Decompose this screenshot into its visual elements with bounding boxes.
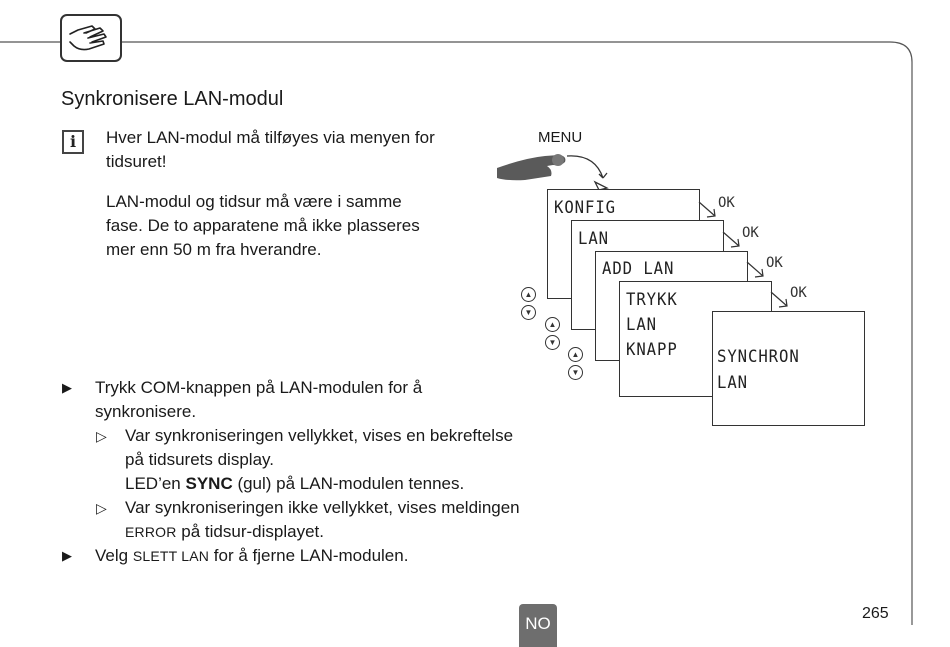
menu-label: MENU bbox=[538, 129, 583, 146]
info-note: Hver LAN-modul må tilføyes via menyen fo… bbox=[106, 126, 476, 174]
result-text: Var synkroniseringen vellykket, vises en… bbox=[125, 426, 514, 445]
screen-text: LAN bbox=[578, 229, 610, 249]
down-icon: ▼ bbox=[521, 305, 536, 320]
hollow-triangle-icon: ▷ bbox=[96, 500, 107, 516]
menu-item-label: SLETT LAN bbox=[132, 548, 210, 564]
error-label: ERROR bbox=[125, 524, 177, 540]
up-icon: ▲ bbox=[521, 287, 536, 302]
note-line: Hver LAN-modul må tilføyes via menyen fo… bbox=[106, 128, 435, 147]
result-text: på tidsur-displayet. bbox=[176, 522, 324, 541]
info-icon: i bbox=[62, 130, 84, 154]
screen-text: ADD LAN bbox=[602, 259, 675, 279]
arrow-icon bbox=[698, 201, 716, 218]
hand-icon bbox=[60, 14, 122, 62]
note-line: tidsuret! bbox=[106, 152, 167, 171]
step-text: for å fjerne LAN-modulen. bbox=[209, 546, 409, 565]
step-item: ▶ Trykk COM-knappen på LAN-modulen for å… bbox=[62, 376, 562, 424]
down-icon: ▼ bbox=[568, 365, 583, 380]
screen-text: KONFIG bbox=[554, 198, 617, 218]
triangle-bullet-icon: ▶ bbox=[62, 380, 72, 395]
phase-note: LAN-modul og tidsur må være i samme fase… bbox=[106, 190, 476, 262]
language-badge: NO bbox=[519, 604, 557, 647]
up-down-buttons: ▲▼ bbox=[568, 344, 600, 380]
instruction-steps: ▶ Trykk COM-knappen på LAN-modulen for å… bbox=[62, 376, 562, 568]
screen-text: SYNCHRON LAN bbox=[717, 347, 800, 393]
step-text: Trykk COM-knappen på LAN-modulen for å bbox=[95, 378, 423, 397]
sync-led-label: SYNC bbox=[185, 474, 233, 493]
arrow-icon bbox=[770, 291, 788, 308]
up-down-buttons: ▲▼ bbox=[521, 284, 553, 320]
section-title: Synkronisere LAN-modul bbox=[61, 88, 284, 110]
ok-label: OK bbox=[766, 255, 783, 271]
down-icon: ▼ bbox=[545, 335, 560, 350]
arrow-icon bbox=[722, 231, 740, 248]
screen-text: TRYKK LAN KNAPP bbox=[626, 290, 678, 360]
hollow-triangle-icon: ▷ bbox=[96, 428, 107, 444]
up-down-buttons: ▲▼ bbox=[545, 314, 577, 350]
step-text: synkronisere. bbox=[95, 402, 197, 421]
finger-press-icon bbox=[497, 154, 609, 191]
up-icon: ▲ bbox=[545, 317, 560, 332]
result-text: Var synkroniseringen ikke vellykket, vis… bbox=[125, 498, 520, 517]
note-line: LAN-modul og tidsur må være i samme bbox=[106, 192, 402, 211]
display-screen-synchron: SYNCHRON LAN bbox=[712, 311, 865, 426]
result-item: ▷ Var synkroniseringen ikke vellykket, v… bbox=[62, 496, 562, 544]
page-number: 265 bbox=[862, 605, 889, 622]
result-text: LED’en bbox=[125, 474, 186, 493]
ok-label: OK bbox=[790, 285, 807, 301]
note-line: mer enn 50 m fra hverandre. bbox=[106, 240, 322, 259]
arrow-icon bbox=[746, 261, 764, 278]
ok-label: OK bbox=[742, 225, 759, 241]
result-text: (gul) på LAN-modulen tennes. bbox=[232, 474, 465, 493]
result-text: på tidsurets display. bbox=[125, 450, 274, 469]
result-item: ▷ Var synkroniseringen vellykket, vises … bbox=[62, 424, 562, 496]
up-icon: ▲ bbox=[568, 347, 583, 362]
step-item: ▶ Velg SLETT LAN for å fjerne LAN-module… bbox=[62, 544, 562, 568]
triangle-bullet-icon: ▶ bbox=[62, 548, 72, 563]
ok-label: OK bbox=[718, 195, 735, 211]
note-line: fase. De to apparatene må ikke plasseres bbox=[106, 216, 420, 235]
step-text: Velg bbox=[95, 546, 133, 565]
